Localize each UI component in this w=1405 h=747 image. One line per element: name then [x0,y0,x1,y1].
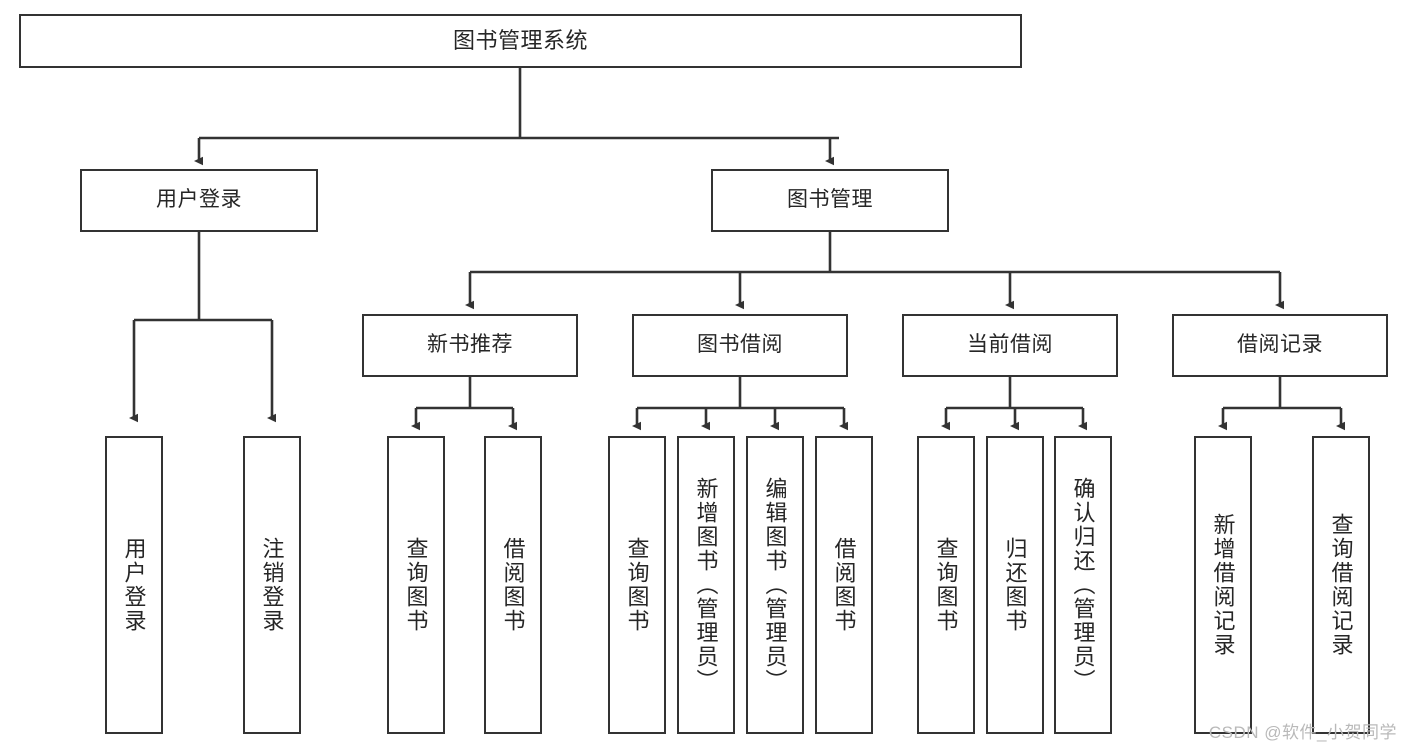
node-leaf-borrow-book-1-label: 借阅图书 [500,537,526,633]
node-root-label: 图书管理系统 [452,28,588,54]
node-leaf-add-record[interactable]: 新增借阅记录 [1194,436,1252,734]
node-leaf-query-book-3[interactable]: 查询图书 [917,436,975,734]
node-leaf-borrow-book-1[interactable]: 借阅图书 [484,436,542,734]
node-leaf-return-book[interactable]: 归还图书 [986,436,1044,734]
node-leaf-user-login[interactable]: 用户登录 [105,436,163,734]
node-leaf-query-book-1-label: 查询图书 [403,537,429,633]
node-user-login-label: 用户登录 [156,188,242,212]
node-new-book-recommend-label: 新书推荐 [427,333,513,357]
node-book-manage[interactable]: 图书管理 [711,169,949,232]
node-root[interactable]: 图书管理系统 [19,14,1022,68]
node-leaf-query-book-2-label: 查询图书 [624,537,650,633]
node-current-borrow[interactable]: 当前借阅 [902,314,1118,377]
node-new-book-recommend[interactable]: 新书推荐 [362,314,578,377]
node-leaf-edit-book-label: 编辑图书（管理员） [762,477,788,693]
node-leaf-edit-book[interactable]: 编辑图书（管理员） [746,436,804,734]
node-leaf-add-record-label: 新增借阅记录 [1210,513,1236,657]
node-user-login[interactable]: 用户登录 [80,169,318,232]
node-leaf-logout-login[interactable]: 注销登录 [243,436,301,734]
node-book-manage-label: 图书管理 [787,188,873,212]
node-leaf-confirm-return[interactable]: 确认归还（管理员） [1054,436,1112,734]
node-leaf-query-book-3-label: 查询图书 [933,537,959,633]
node-leaf-add-book-label: 新增图书（管理员） [693,477,719,693]
node-leaf-add-book[interactable]: 新增图书（管理员） [677,436,735,734]
node-book-borrow-label: 图书借阅 [697,333,783,357]
node-borrow-record-label: 借阅记录 [1237,333,1323,357]
node-leaf-query-record[interactable]: 查询借阅记录 [1312,436,1370,734]
node-leaf-user-login-label: 用户登录 [121,537,147,633]
node-borrow-record[interactable]: 借阅记录 [1172,314,1388,377]
node-book-borrow[interactable]: 图书借阅 [632,314,848,377]
watermark: CSDN @软件_小贺同学 [1208,723,1397,742]
node-leaf-confirm-return-label: 确认归还（管理员） [1070,477,1096,693]
node-leaf-query-book-1[interactable]: 查询图书 [387,436,445,734]
node-leaf-logout-login-label: 注销登录 [259,537,285,633]
node-leaf-borrow-book-2[interactable]: 借阅图书 [815,436,873,734]
node-leaf-query-book-2[interactable]: 查询图书 [608,436,666,734]
node-leaf-return-book-label: 归还图书 [1002,537,1028,633]
node-current-borrow-label: 当前借阅 [967,333,1053,357]
node-leaf-borrow-book-2-label: 借阅图书 [831,537,857,633]
node-leaf-query-record-label: 查询借阅记录 [1328,513,1354,657]
